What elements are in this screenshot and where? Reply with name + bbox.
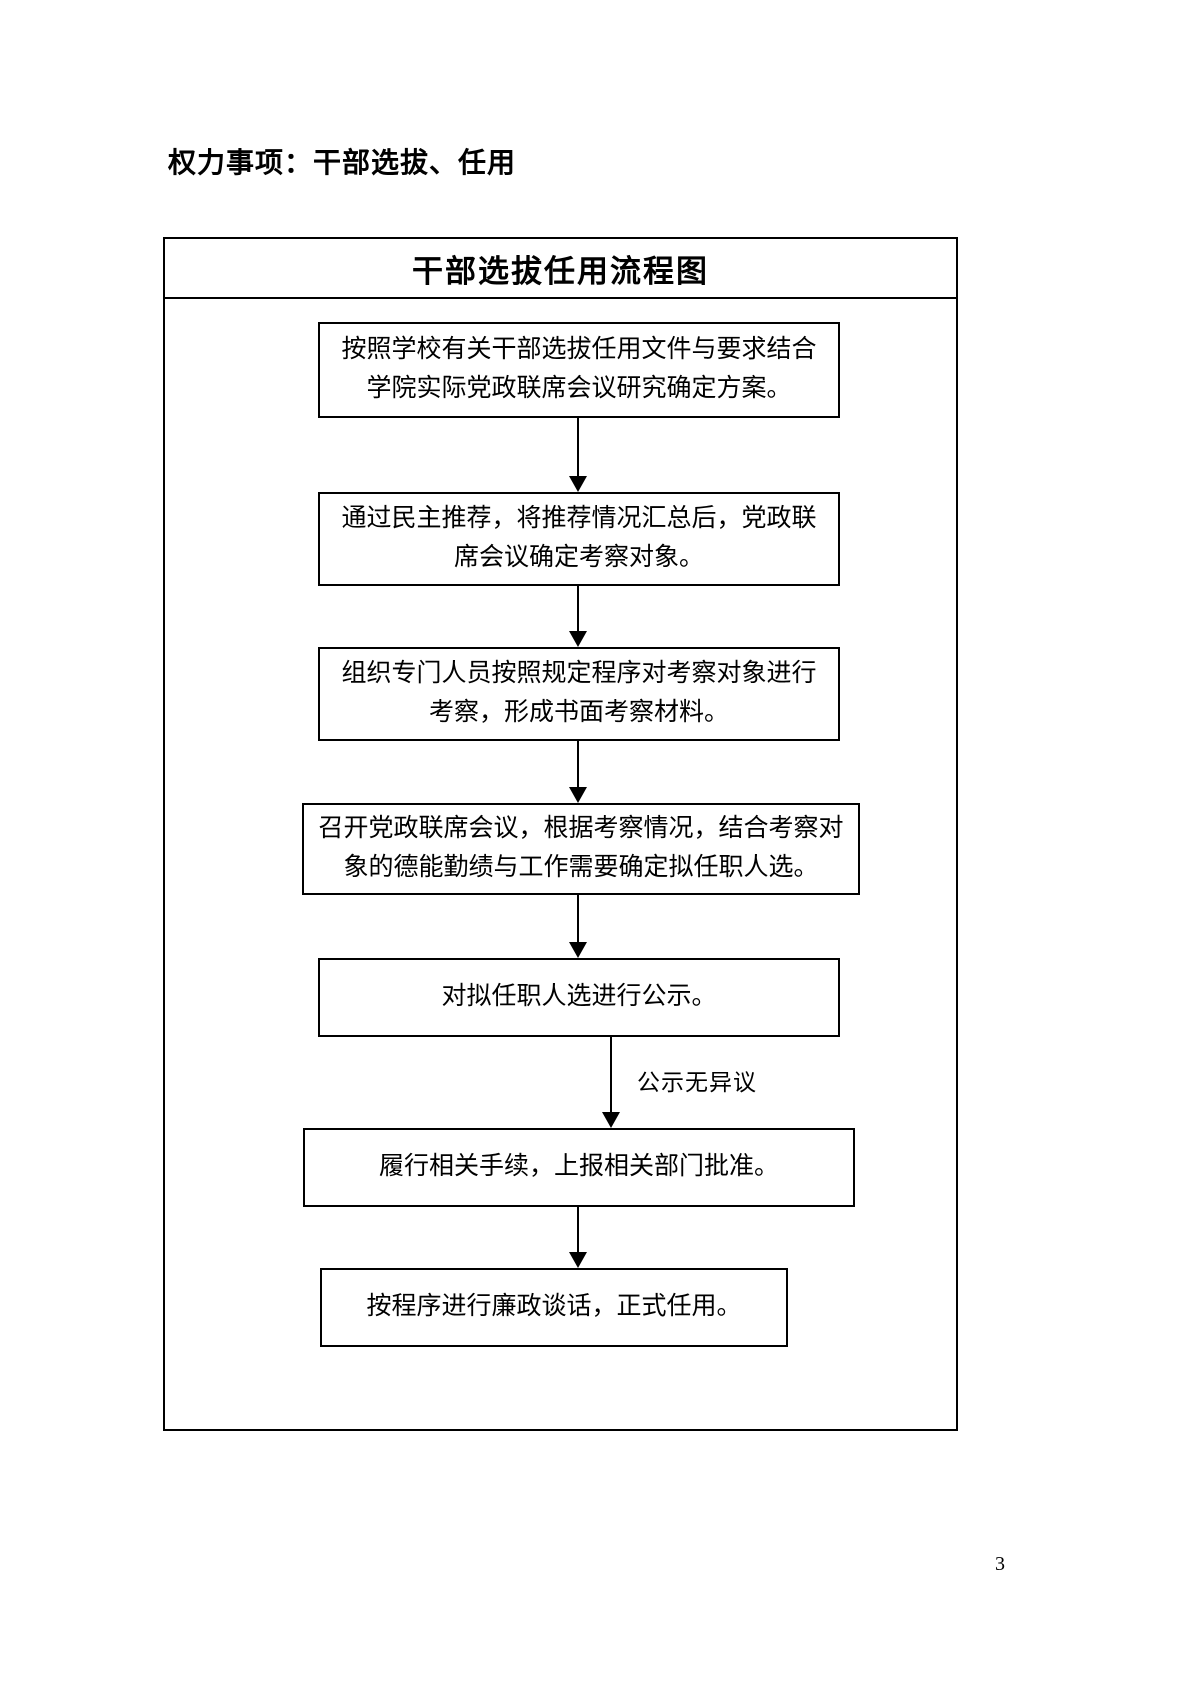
page-title: 权力事项：干部选拔、任用 [168,147,517,178]
flowchart-title: 干部选拔任用流程图 [163,239,958,299]
flow-arrow-1 [562,418,594,492]
arrow-down-icon [602,1112,620,1128]
arrow-down-icon [569,1252,587,1268]
flow-step-1: 按照学校有关干部选拔任用文件与要求结合学院实际党政联席会议研究确定方案。 [318,322,840,418]
flow-step-3: 组织专门人员按照规定程序对考察对象进行考察，形成书面考察材料。 [318,647,840,741]
arrow-down-icon [569,631,587,647]
flow-arrow-4 [562,895,594,958]
flow-arrow-2 [562,586,594,647]
arrow-condition-label: 公示无异议 [637,1070,757,1095]
arrow-shaft [577,895,579,945]
arrow-down-icon [569,787,587,803]
flow-step-4: 召开党政联席会议，根据考察情况，结合考察对象的德能勤绩与工作需要确定拟任职人选。 [302,803,860,895]
arrow-shaft [577,586,579,634]
arrow-shaft [577,1207,579,1255]
arrow-down-icon [569,476,587,492]
flow-step-5: 对拟任职人选进行公示。 [318,958,840,1037]
flow-arrow-3 [562,741,594,803]
flow-arrow-5 [595,1037,627,1128]
arrow-shaft [577,418,579,479]
flow-arrow-6 [562,1207,594,1268]
page-number: 3 [995,1553,1005,1575]
arrow-shaft [577,741,579,790]
arrow-down-icon [569,942,587,958]
flow-step-2: 通过民主推荐，将推荐情况汇总后，党政联席会议确定考察对象。 [318,492,840,586]
flow-step-7: 按程序进行廉政谈话，正式任用。 [320,1268,788,1347]
arrow-shaft [610,1037,612,1115]
flow-step-6: 履行相关手续，上报相关部门批准。 [303,1128,855,1207]
